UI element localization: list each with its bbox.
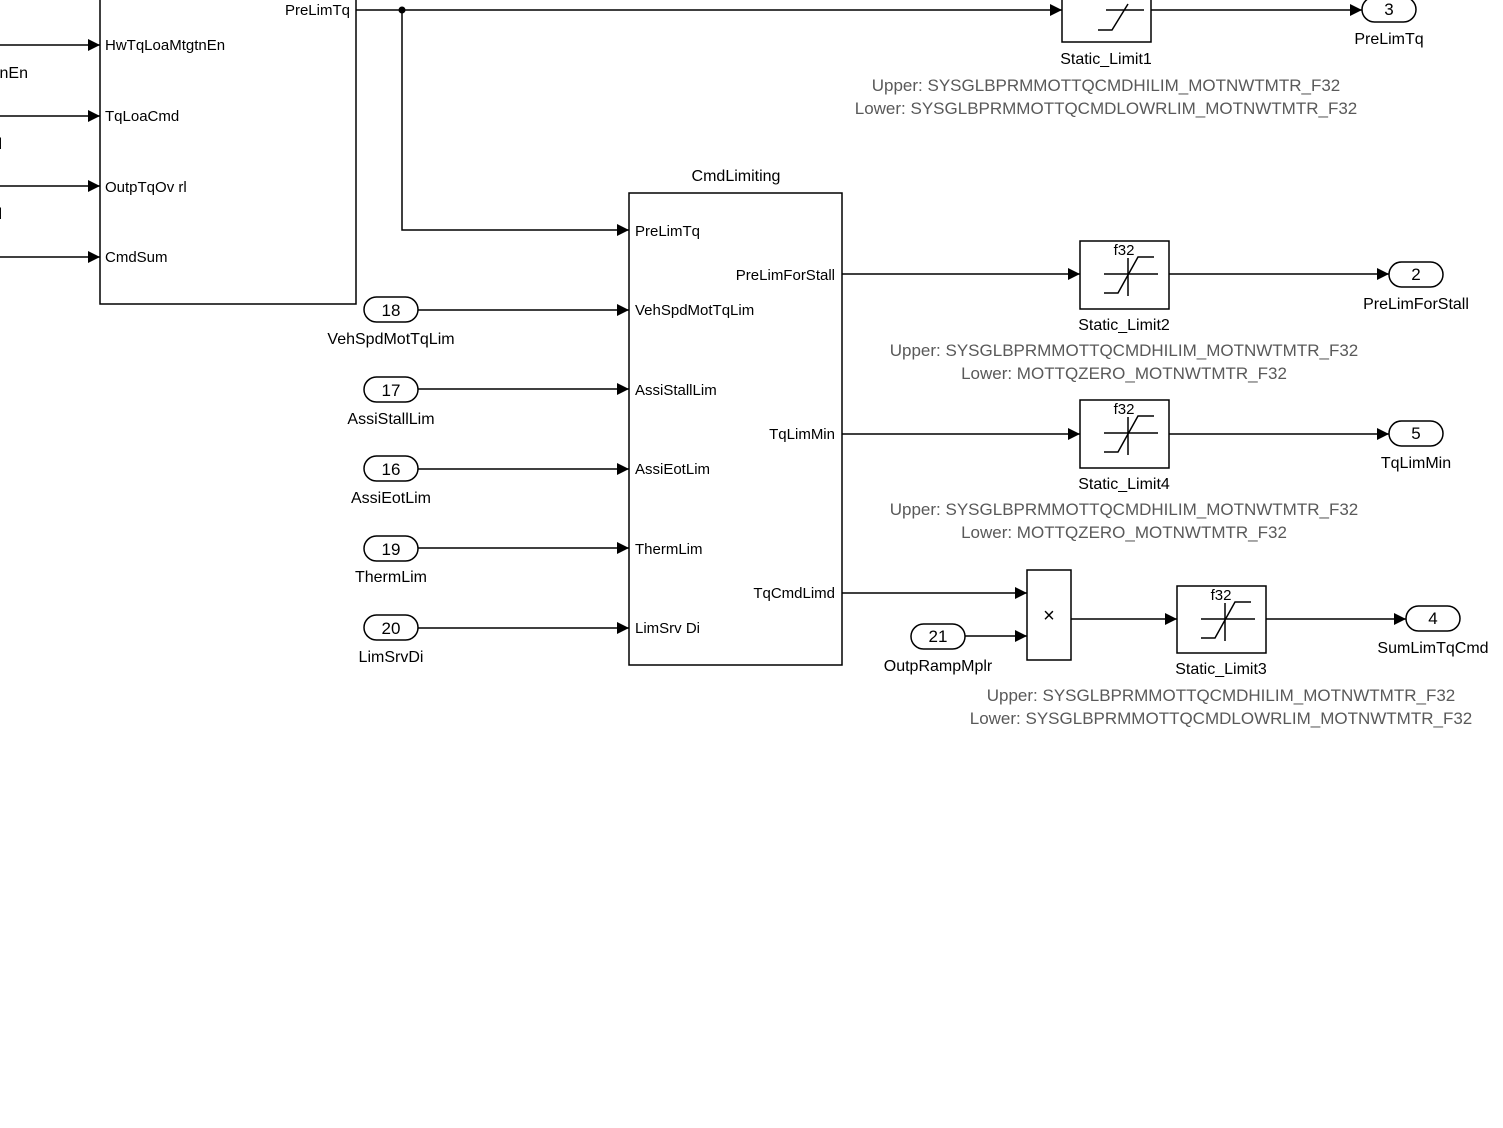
- left-block-input-hwtqloamtgtnen: HwTqLoaMtgtnEn: [105, 37, 225, 54]
- inport-17-name: AssiStallLim: [347, 411, 434, 428]
- product-block[interactable]: ×: [1026, 569, 1072, 661]
- outport-5-name: TqLimMin: [1381, 455, 1451, 472]
- static-limit2-lower: Lower: MOTTQZERO_MOTNWTMTR_F32: [961, 364, 1287, 383]
- multiply-icon: ×: [1043, 605, 1055, 627]
- cutoff-label-2: l: [0, 136, 2, 153]
- wire-prelimtq-to-cmdlimiting[interactable]: [401, 10, 629, 236]
- inport-21[interactable]: 21: [910, 623, 966, 650]
- inport-20-name: LimSrvDi: [359, 649, 424, 666]
- static-limit3-type: f32: [1211, 587, 1232, 604]
- outport-3[interactable]: 3: [1361, 0, 1417, 23]
- cmdlimiting-input-assieotlim: AssiEotLim: [635, 461, 710, 478]
- static-limit4-upper: Upper: SYSGLBPRMMOTTQCMDHILIM_MOTNWTMTR_…: [890, 500, 1359, 519]
- outport-4-number: 4: [1428, 609, 1437, 628]
- static-limit2-name: Static_Limit2: [1078, 317, 1170, 334]
- left-block-input-outptqovrl: OutpTqOv rl: [105, 179, 187, 196]
- static-limit4-block[interactable]: f32: [1079, 399, 1170, 469]
- static-limit4-type: f32: [1114, 401, 1135, 418]
- outport-5[interactable]: 5: [1388, 420, 1444, 447]
- saturation-icon: [1104, 256, 1154, 294]
- saturation-icon: [1104, 415, 1154, 453]
- left-block-input-tqloacmd: TqLoaCmd: [105, 108, 179, 125]
- outport-5-number: 5: [1411, 424, 1420, 443]
- outport-2[interactable]: 2: [1388, 261, 1444, 288]
- static-limit3-lower: Lower: SYSGLBPRMMOTTQCMDLOWRLIM_MOTNWTMT…: [970, 709, 1473, 728]
- static-limit3-name: Static_Limit3: [1175, 661, 1267, 678]
- inport-18-number: 18: [382, 301, 401, 320]
- cmdlimiting-input-limsrvdi: LimSrv Di: [635, 620, 700, 637]
- inport-20-number: 20: [382, 619, 401, 638]
- left-block-output-prelimtq: PreLimTq: [285, 2, 350, 19]
- outport-4[interactable]: 4: [1405, 605, 1461, 632]
- cmdlimiting-output-tqlimmin: TqLimMin: [769, 426, 835, 443]
- inport-16-name: AssiEotLim: [351, 490, 431, 507]
- cmdlimiting-block[interactable]: PreLimTq VehSpdMotTqLim AssiStallLim Ass…: [628, 192, 843, 666]
- cutoff-label-3: l: [0, 206, 2, 223]
- inport-16-number: 16: [382, 460, 401, 479]
- static-limit2-block[interactable]: f32: [1079, 240, 1170, 310]
- static-limit1-name: Static_Limit1: [1060, 51, 1152, 68]
- inport-19[interactable]: 19: [363, 535, 419, 562]
- inport-18-name: VehSpdMotTqLim: [327, 331, 454, 348]
- static-limit1-lower: Lower: SYSGLBPRMMOTTQCMDLOWRLIM_MOTNWTMT…: [855, 99, 1358, 118]
- left-block-input-cmdsum: CmdSum: [105, 249, 168, 266]
- inport-19-name: ThermLim: [355, 569, 427, 586]
- static-limit3-block[interactable]: f32: [1176, 585, 1267, 654]
- inport-17-number: 17: [382, 381, 401, 400]
- inport-21-number: 21: [929, 627, 948, 646]
- saturation-icon: [1098, 3, 1129, 31]
- left-subsystem-block[interactable]: PreLimTq HwTqLoaMtgtnEn TqLoaCmd OutpTqO…: [99, 0, 357, 305]
- outport-3-name: PreLimTq: [1354, 31, 1423, 48]
- static-limit4-name: Static_Limit4: [1078, 476, 1170, 493]
- cmdlimiting-input-assistalllim: AssiStallLim: [635, 382, 717, 399]
- inport-18[interactable]: 18: [363, 296, 419, 323]
- saturation-icon: [1201, 601, 1251, 639]
- static-limit2-type: f32: [1114, 242, 1135, 259]
- inport-21-name: OutpRampMplr: [884, 658, 993, 675]
- inport-20[interactable]: 20: [363, 614, 419, 641]
- outport-2-number: 2: [1411, 265, 1420, 284]
- cmdlimiting-input-vehspdmottqlim: VehSpdMotTqLim: [635, 302, 754, 319]
- outport-2-name: PreLimForStall: [1363, 296, 1469, 313]
- inport-16[interactable]: 16: [363, 455, 419, 482]
- static-limit1-block[interactable]: [1061, 0, 1152, 43]
- cmdlimiting-output-prelimforstall: PreLimForStall: [736, 267, 835, 284]
- cutoff-label-1: nEn: [0, 65, 28, 82]
- static-limit1-upper: Upper: SYSGLBPRMMOTTQCMDHILIM_MOTNWTMTR_…: [872, 76, 1341, 95]
- cmdlimiting-input-thermlim: ThermLim: [635, 541, 703, 558]
- cmdlimiting-output-tqcmdlimd: TqCmdLimd: [753, 585, 835, 602]
- cmdlimiting-input-prelimtq: PreLimTq: [635, 223, 700, 240]
- outport-4-name: SumLimTqCmd: [1377, 640, 1488, 657]
- static-limit4-lower: Lower: MOTTQZERO_MOTNWTMTR_F32: [961, 523, 1287, 542]
- inport-19-number: 19: [382, 540, 401, 559]
- static-limit2-upper: Upper: SYSGLBPRMMOTTQCMDHILIM_MOTNWTMTR_…: [890, 341, 1359, 360]
- inport-17[interactable]: 17: [363, 376, 419, 403]
- outport-3-number: 3: [1384, 0, 1393, 19]
- static-limit3-upper: Upper: SYSGLBPRMMOTTQCMDHILIM_MOTNWTMTR_…: [987, 686, 1456, 705]
- cmdlimiting-title: CmdLimiting: [692, 168, 781, 185]
